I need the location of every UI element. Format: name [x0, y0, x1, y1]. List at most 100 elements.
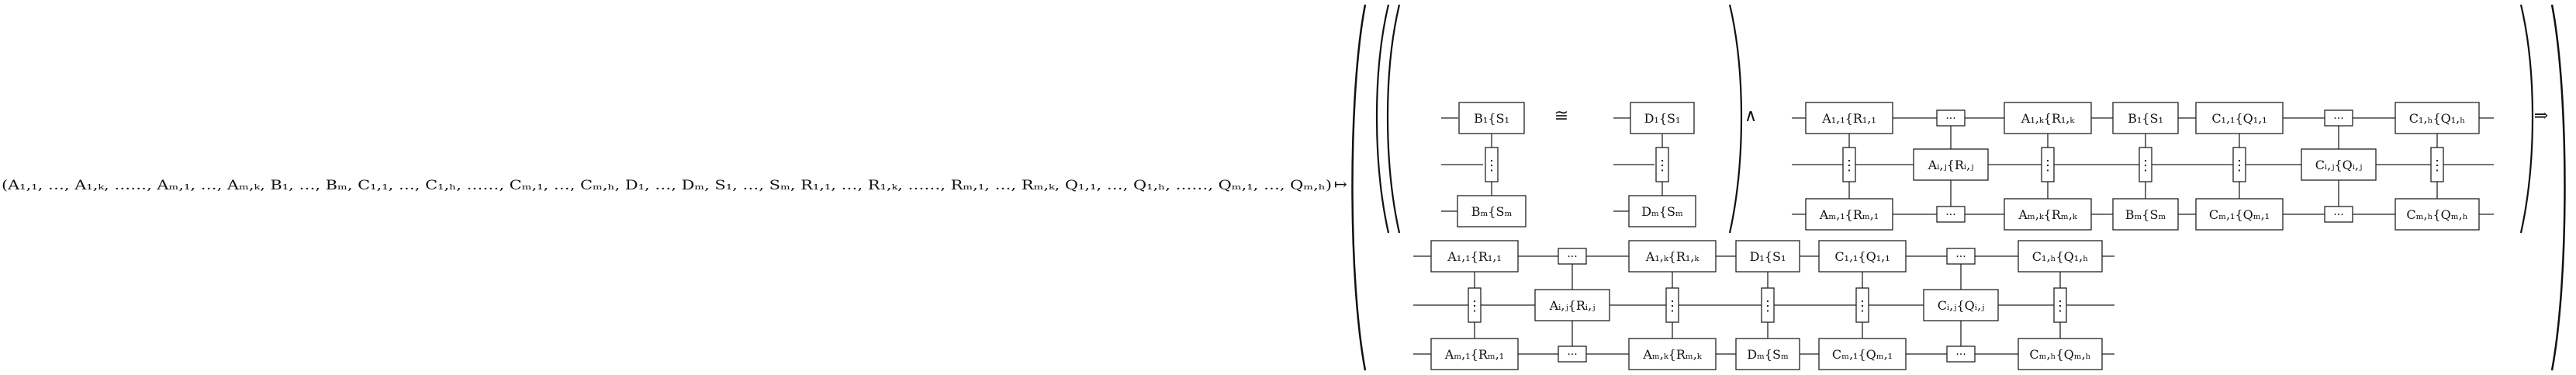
lower-ellipsis-top: ···	[1558, 248, 1587, 265]
lower-box-a11-label: A₁,₁{R₁,₁	[1447, 249, 1502, 264]
upper-box-cij: Cᵢ,ⱼ{Qᵢ,ⱼ	[2301, 148, 2377, 181]
upper-box-cmh-label: Cₘ,ₕ{Qₘ,ₕ	[2406, 207, 2467, 222]
upper-box-aij: Aᵢ,ⱼ{Rᵢ,ⱼ	[1913, 148, 1989, 181]
upper-box-cm1-label: Cₘ,₁{Qₘ,₁	[2209, 207, 2270, 222]
upper-box-a11: A₁,₁{R₁,₁	[1805, 102, 1893, 134]
lower-box-aij-label: Aᵢ,ⱼ{Rᵢ,ⱼ	[1549, 298, 1596, 313]
lower-vdots: ⋮	[1761, 287, 1775, 323]
upper-box-cij-label: Cᵢ,ⱼ{Qᵢ,ⱼ	[2315, 158, 2363, 172]
svg-text:···: ···	[1955, 251, 1966, 263]
lower-box-c1h: C₁,ₕ{Q₁,ₕ	[2018, 240, 2103, 273]
box-b1-s1: B₁{S₁	[1458, 102, 1525, 134]
upper-box-bm: Bₘ{Sₘ	[2112, 198, 2179, 231]
box-bm-sm-label: Bₘ{Sₘ	[1471, 204, 1513, 219]
upper-vdots: ⋮	[2139, 147, 2152, 182]
upper-box-cm1: Cₘ,₁{Qₘ,₁	[2195, 198, 2284, 231]
lower-box-cij: Cᵢ,ⱼ{Qᵢ,ⱼ	[1923, 289, 1999, 321]
upper-ellipsis-top: ···	[1936, 109, 1966, 127]
upper-box-amk-label: Aₘ,ₖ{Rₘ,ₖ	[2018, 207, 2077, 222]
and-symbol: ∧	[1744, 106, 1757, 126]
lower-box-c1h-label: C₁,ₕ{Q₁,ₕ	[2032, 249, 2088, 264]
lower-box-dm: Dₘ{Sₘ	[1735, 338, 1800, 370]
lower-box-cm1-label: Cₘ,₁{Qₘ,₁	[1832, 347, 1893, 362]
clause-paren-right	[2519, 4, 2534, 234]
lower-box-amk-label: Aₘ,ₖ{Rₘ,ₖ	[1642, 347, 1702, 362]
upper-vdots: ⋮	[2232, 147, 2246, 182]
lower-box-a11: A₁,₁{R₁,₁	[1430, 240, 1519, 273]
upper-box-a11-label: A₁,₁{R₁,₁	[1821, 111, 1876, 126]
formula-lhs: (A₁,₁, …, A₁,ₖ, ……, Aₘ,₁, …, Aₘ,ₖ, B₁, ……	[2, 178, 1332, 193]
upper-box-b1: B₁{S₁	[2112, 102, 2179, 134]
lower-box-cij-label: Cᵢ,ⱼ{Qᵢ,ⱼ	[1938, 298, 1985, 313]
lower-vdots: ⋮	[1665, 287, 1679, 323]
lower-box-dm-label: Dₘ{Sₘ	[1747, 347, 1789, 362]
inner-paren-right	[1728, 4, 1743, 234]
lower-box-cmh-label: Cₘ,ₕ{Qₘ,ₕ	[2029, 347, 2090, 362]
upper-box-c11: C₁,₁{Q₁,₁	[2195, 102, 2284, 134]
svg-text:⋮: ⋮	[2053, 298, 2067, 314]
upper-ellipsis-bot: ···	[2324, 206, 2353, 223]
svg-text:···: ···	[1955, 349, 1966, 361]
svg-text:···: ···	[1567, 349, 1577, 361]
lower-box-c11-label: C₁,₁{Q₁,₁	[1834, 249, 1890, 264]
lower-box-a1k: A₁,ₖ{R₁,ₖ	[1628, 240, 1717, 273]
implies-symbol: ⇒	[2534, 106, 2548, 126]
svg-text:⋮: ⋮	[2232, 158, 2246, 174]
upper-ellipsis-top: ···	[2324, 109, 2353, 127]
vdots-b: ⋮	[1485, 147, 1499, 182]
lower-ellipsis-top: ···	[1946, 248, 1976, 265]
node-layer: B₁{S₁⋮Bₘ{SₘD₁{S₁⋮Dₘ{SₘA₁,₁{R₁,₁⋮Aₘ,₁{Rₘ,…	[1430, 102, 2480, 370]
inner-paren-left-2	[1386, 4, 1401, 234]
upper-box-a1k: A₁,ₖ{R₁,ₖ	[2004, 102, 2092, 134]
svg-text:⋮: ⋮	[2139, 158, 2152, 174]
upper-box-cmh: Cₘ,ₕ{Qₘ,ₕ	[2394, 198, 2480, 231]
svg-text:⋮: ⋮	[1655, 158, 1669, 174]
upper-box-b1-label: B₁{S₁	[2128, 111, 2163, 126]
lower-box-cmh: Cₘ,ₕ{Qₘ,ₕ	[2018, 338, 2103, 370]
lower-box-a1k-label: A₁,ₖ{R₁,ₖ	[1645, 249, 1700, 264]
svg-text:···: ···	[2333, 113, 2343, 125]
svg-text:⋮: ⋮	[1665, 298, 1679, 314]
box-dm-sm: Dₘ{Sₘ	[1628, 195, 1696, 227]
svg-text:⋮: ⋮	[2041, 158, 2055, 174]
svg-text:···: ···	[1945, 209, 1955, 221]
svg-text:⋮: ⋮	[1485, 158, 1499, 174]
lower-ellipsis-bot: ···	[1946, 345, 1976, 363]
upper-box-amk: Aₘ,ₖ{Rₘ,ₖ	[2004, 198, 2092, 231]
svg-text:⋮: ⋮	[1842, 158, 1856, 174]
lower-box-d1-label: D₁{S₁	[1750, 249, 1786, 264]
svg-text:⋮: ⋮	[1468, 298, 1482, 314]
svg-text:⋮: ⋮	[2430, 158, 2444, 174]
upper-box-c11-label: C₁,₁{Q₁,₁	[2211, 111, 2267, 126]
upper-vdots: ⋮	[2041, 147, 2055, 182]
outer-paren-right	[2550, 4, 2566, 371]
box-d1-s1: D₁{S₁	[1630, 102, 1695, 134]
vdots-d: ⋮	[1655, 147, 1669, 182]
maps-to-arrow: ↦	[1334, 175, 1347, 193]
inner-paren-left-1	[1375, 4, 1390, 234]
svg-text:···: ···	[2333, 209, 2343, 221]
iso-symbol: ≅	[1554, 106, 1568, 126]
lower-box-aij: Aᵢ,ⱼ{Rᵢ,ⱼ	[1534, 289, 1610, 321]
upper-box-aij-label: Aᵢ,ⱼ{Rᵢ,ⱼ	[1928, 158, 1974, 172]
lower-box-amk: Aₘ,ₖ{Rₘ,ₖ	[1628, 338, 1717, 370]
lower-box-cm1: Cₘ,₁{Qₘ,₁	[1818, 338, 1907, 370]
svg-text:⋮: ⋮	[1855, 298, 1869, 314]
svg-text:⋮: ⋮	[1761, 298, 1775, 314]
upper-box-am1: Aₘ,₁{Rₘ,₁	[1805, 198, 1893, 231]
box-d1-s1-label: D₁{S₁	[1644, 111, 1681, 126]
lower-box-c11: C₁,₁{Q₁,₁	[1818, 240, 1907, 273]
box-b1-s1-label: B₁{S₁	[1474, 111, 1509, 126]
box-dm-sm-label: Dₘ{Sₘ	[1641, 204, 1683, 219]
upper-box-am1-label: Aₘ,₁{Rₘ,₁	[1819, 207, 1879, 222]
upper-box-c1h-label: C₁,ₕ{Q₁,ₕ	[2409, 111, 2465, 126]
upper-ellipsis-bot: ···	[1936, 206, 1966, 223]
svg-text:···: ···	[1945, 113, 1955, 125]
lower-ellipsis-bot: ···	[1558, 345, 1587, 363]
lower-vdots: ⋮	[1855, 287, 1869, 323]
upper-vdots: ⋮	[1842, 147, 1856, 182]
outer-paren-left	[1351, 4, 1367, 371]
upper-box-c1h: C₁,ₕ{Q₁,ₕ	[2394, 102, 2480, 134]
lower-box-am1-label: Aₘ,₁{Rₘ,₁	[1444, 347, 1504, 362]
